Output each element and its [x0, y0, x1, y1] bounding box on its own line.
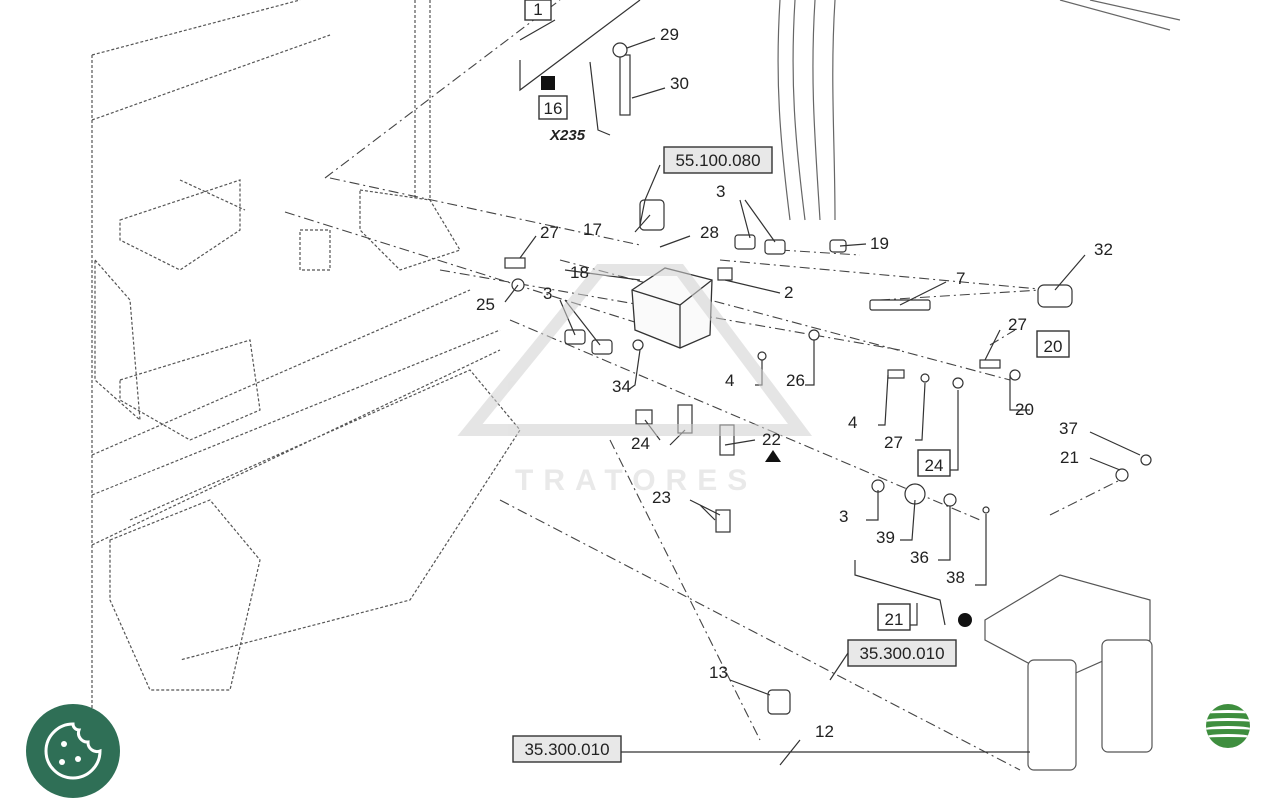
valve-block — [631, 267, 713, 349]
part-number-label: 3 — [543, 284, 552, 303]
part-number-label: 2 — [784, 283, 793, 302]
triangle-symbol-icon — [765, 450, 781, 462]
svg-text:35.300.010: 35.300.010 — [524, 740, 609, 759]
x235-label: X235 — [549, 127, 586, 144]
part-number-label: 30 — [670, 74, 689, 93]
assembly-lines — [284, 0, 1121, 771]
cookie-icon — [44, 722, 102, 780]
part-number-label: 21 — [1060, 448, 1079, 467]
svg-text:20: 20 — [1044, 337, 1063, 356]
part-number-label: 23 — [652, 488, 671, 507]
part-number-label: 26 — [786, 371, 805, 390]
section-reference-link[interactable]: 35.300.010 — [847, 639, 957, 667]
part-number-label: 19 — [870, 234, 889, 253]
part-number-label: 13 — [709, 663, 728, 682]
cookie-settings-button[interactable] — [26, 704, 120, 798]
boxed-reference-label: 21 — [877, 603, 911, 631]
part-number-label: 25 — [476, 295, 495, 314]
part-number-label: 7 — [956, 269, 965, 288]
watermark: TRATORES — [457, 264, 812, 497]
boxed-reference-label: 24 — [917, 449, 951, 477]
part-number-label: 36 — [910, 548, 929, 567]
svg-text:35.300.010: 35.300.010 — [859, 644, 944, 663]
part-number-label: 12 — [815, 722, 834, 741]
part-number-label: 38 — [946, 568, 965, 587]
brand-logo-icon — [1206, 704, 1250, 748]
boxed-reference-label: 20 — [1036, 330, 1070, 358]
part-number-label: 27 — [540, 223, 559, 242]
svg-text:TRATORES: TRATORES — [515, 464, 757, 497]
part-number-label: 3 — [839, 507, 848, 526]
boxed-reference-label: 1 — [524, 0, 552, 21]
part-number-label: 34 — [612, 377, 631, 396]
part-number-label: 20 — [1015, 400, 1034, 419]
part-number-label: 27 — [1008, 315, 1027, 334]
hydraulic-hoses — [777, 0, 1181, 221]
part-number-label: 24 — [631, 434, 650, 453]
section-reference-link[interactable]: 55.100.080 — [663, 146, 773, 174]
section-reference-link[interactable]: 35.300.010 — [512, 735, 622, 763]
part-number-label: 28 — [700, 223, 719, 242]
svg-text:16: 16 — [544, 99, 563, 118]
part-number-label: 29 — [660, 25, 679, 44]
circle-symbol-icon — [958, 613, 972, 627]
square-symbol-icon — [541, 76, 555, 90]
svg-text:21: 21 — [885, 610, 904, 629]
boxed-reference-label: 16 — [538, 95, 568, 120]
chassis-frame — [91, 0, 521, 770]
filter-assembly — [984, 574, 1153, 771]
part-number-label: 4 — [848, 413, 857, 432]
svg-text:55.100.080: 55.100.080 — [675, 151, 760, 170]
part-number-label: 3 — [716, 182, 725, 201]
svg-text:1: 1 — [533, 0, 542, 19]
part-number-label: 27 — [884, 433, 903, 452]
part-number-label: 37 — [1059, 419, 1078, 438]
part-number-label: 32 — [1094, 240, 1113, 259]
part-number-label: 39 — [876, 528, 895, 547]
part-number-label: 22 — [762, 430, 781, 449]
part-number-label: 18 — [570, 263, 589, 282]
part-number-label: 4 — [725, 371, 734, 390]
svg-text:24: 24 — [925, 456, 944, 475]
leader-lines — [504, 0, 1141, 766]
part-number-label: 17 — [583, 220, 602, 239]
